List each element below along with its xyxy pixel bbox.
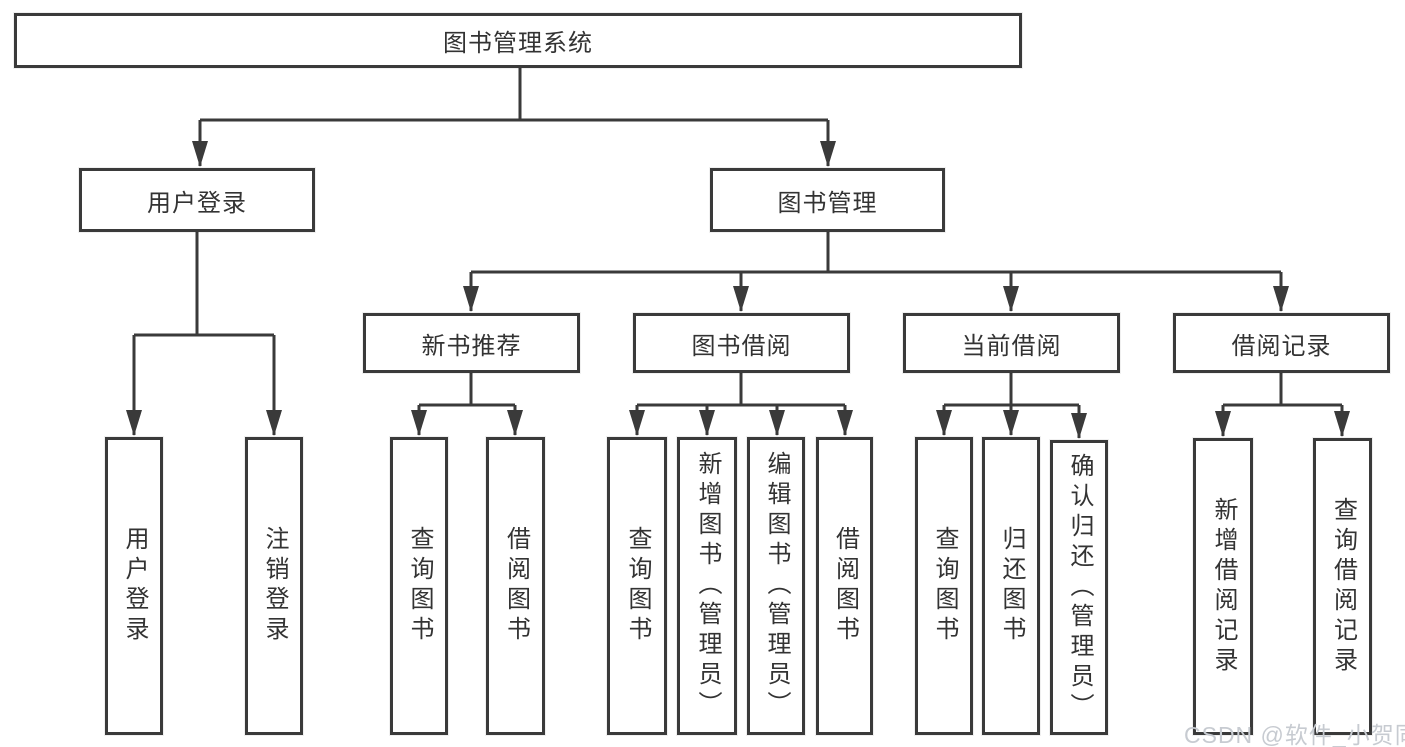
node-add-book-admin: 新增图书（管理员） xyxy=(677,437,737,735)
node-return-book: 归还图书 xyxy=(982,437,1040,735)
node-label: 注销登录 xyxy=(261,526,288,646)
node-label: 用户登录 xyxy=(147,189,247,217)
node-label: 查询图书 xyxy=(931,526,958,646)
node-label: 用户登录 xyxy=(121,526,148,646)
node-book-borrow: 图书借阅 xyxy=(633,313,850,373)
node-label: 当前借阅 xyxy=(961,332,1062,360)
node-label: 新书推荐 xyxy=(421,332,522,360)
node-label: 新增图书（管理员） xyxy=(694,451,721,721)
node-user-login: 用户登录 xyxy=(79,168,315,232)
node-label: 查询借阅记录 xyxy=(1329,496,1357,677)
node-edit-book-admin: 编辑图书（管理员） xyxy=(747,437,805,735)
node-label: 借阅记录 xyxy=(1231,332,1332,360)
node-borrow-books-leaf: 借阅图书 xyxy=(816,437,873,735)
node-label: 图书借阅 xyxy=(691,332,792,360)
node-borrow-books-recommend: 借阅图书 xyxy=(486,437,545,735)
node-borrow-records: 借阅记录 xyxy=(1173,313,1390,373)
node-logout: 注销登录 xyxy=(245,437,303,735)
csdn-watermark: CSDN @软件_小贺同学 xyxy=(1184,722,1405,747)
node-label: 图书管理系统 xyxy=(443,30,593,57)
node-label: 归还图书 xyxy=(998,526,1025,646)
node-label: 确认归还（管理员） xyxy=(1066,452,1093,723)
node-label: 编辑图书（管理员） xyxy=(763,451,790,721)
node-current-borrow: 当前借阅 xyxy=(903,313,1120,373)
node-label: 图书管理 xyxy=(777,189,878,217)
node-label: 查询图书 xyxy=(406,526,433,646)
node-add-borrow-record: 新增借阅记录 xyxy=(1193,438,1253,735)
node-new-book-recommend: 新书推荐 xyxy=(363,313,580,373)
node-confirm-return-admin: 确认归还（管理员） xyxy=(1050,440,1108,735)
node-label: 新增借阅记录 xyxy=(1210,496,1237,677)
node-label: 借阅图书 xyxy=(502,526,530,646)
node-query-books-recommend: 查询图书 xyxy=(390,437,448,735)
node-label: 借阅图书 xyxy=(831,526,859,646)
node-library-system: 图书管理系统 xyxy=(14,13,1022,68)
node-query-books-current: 查询图书 xyxy=(915,437,973,735)
node-query-books-borrow: 查询图书 xyxy=(607,437,667,735)
node-query-borrow-record: 查询借阅记录 xyxy=(1313,438,1372,735)
node-label: 查询图书 xyxy=(624,526,651,646)
node-book-management: 图书管理 xyxy=(710,168,945,232)
node-user-login-leaf: 用户登录 xyxy=(105,437,163,735)
